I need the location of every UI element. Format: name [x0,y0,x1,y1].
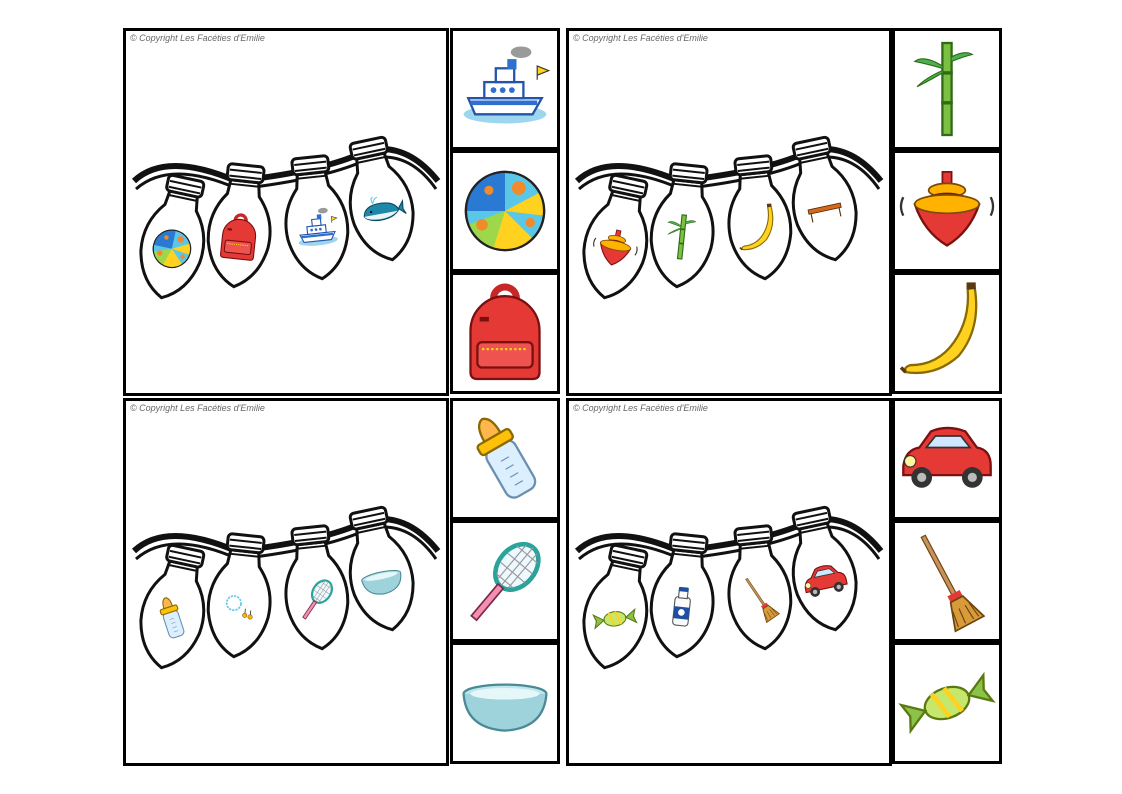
card-4-choice-1[interactable] [892,398,1002,520]
light-bulb-icon [139,543,206,670]
candy-icon [592,607,638,630]
light-bulb-icon [348,135,415,262]
copyright-text: © Copyright Les Facéties d'Emilie [573,403,708,413]
ball-icon [464,170,546,252]
milk-bottle-icon [672,586,691,627]
light-bulb-icon [348,505,415,632]
light-bulb-icon [727,154,793,281]
light-bulb-icon [206,162,272,289]
bowl-icon [462,683,548,732]
light-bulb-icon [139,173,206,300]
card-2-choice-3[interactable] [892,272,1002,394]
copyright-text: © Copyright Les Facéties d'Emilie [130,33,265,43]
bamboo-icon [667,214,697,260]
boat-icon [463,46,551,124]
light-bulb-icon [791,505,858,632]
light-bulb-icon [649,532,715,659]
card-1-choice-2[interactable] [450,150,560,272]
card-2-choice-1[interactable] [892,28,1002,150]
baby-bottle-icon [476,417,537,499]
banana-icon [899,282,978,375]
garland-icon [131,505,441,670]
car-icon [902,426,992,488]
light-bulb-icon [284,154,350,281]
banana-icon [899,282,978,375]
bamboo-icon [913,41,974,137]
card-3-choice-3[interactable] [450,642,560,764]
garland-icon [574,135,884,300]
car-icon [804,565,848,597]
spinning-top-icon [899,171,995,247]
boat-icon [463,46,551,124]
copyright-text: © Copyright Les Facéties d'Emilie [573,33,708,43]
broom-icon [920,534,986,633]
racket-icon [470,541,541,622]
card-4-choice-3[interactable] [892,642,1002,764]
card-1-choice-3[interactable] [450,272,560,394]
light-bulb-icon [582,543,649,670]
broom-icon [745,577,781,624]
racket-icon [470,541,541,622]
banana-icon [739,203,774,251]
spinning-top-icon [899,171,995,247]
candy-icon [898,671,996,735]
light-bulb-icon [649,162,715,289]
backpack-icon [469,283,541,381]
light-bulb-icon [206,532,272,659]
light-bulb-icon [582,173,649,300]
light-bulb-icon [791,135,858,262]
copyright-text: © Copyright Les Facéties d'Emilie [130,403,265,413]
garland-icon [131,135,441,300]
jewelry-icon [225,595,253,620]
card-1-garland-panel: © Copyright Les Facéties d'Emilie [123,28,449,396]
candy-icon [898,671,996,735]
card-4-choice-2[interactable] [892,520,1002,642]
ball-icon [152,229,192,269]
bamboo-icon [913,41,974,137]
light-bulb-icon [727,524,793,651]
card-3-choice-2[interactable] [450,520,560,642]
car-icon [902,426,992,488]
card-2-choice-2[interactable] [892,150,1002,272]
backpack-icon [469,283,541,381]
backpack-icon [220,213,257,261]
bowl-icon [361,569,402,595]
baby-bottle-icon [159,597,185,639]
spinning-top-icon [593,229,638,266]
bench-icon [807,202,842,223]
baby-bottle-icon [476,417,537,499]
bowl-icon [462,683,548,732]
card-1-choice-1[interactable] [450,28,560,150]
boat-icon [298,207,339,246]
card-3-garland-panel: © Copyright Les Facéties d'Emilie [123,398,449,766]
racket-icon [302,579,334,620]
ball-icon [464,170,546,252]
garland-icon [574,505,884,670]
card-2-garland-panel: © Copyright Les Facéties d'Emilie [566,28,892,396]
broom-icon [920,534,986,633]
light-bulb-icon [284,524,350,651]
card-3-choice-1[interactable] [450,398,560,520]
whale-icon [363,196,407,222]
card-4-garland-panel: © Copyright Les Facéties d'Emilie [566,398,892,766]
